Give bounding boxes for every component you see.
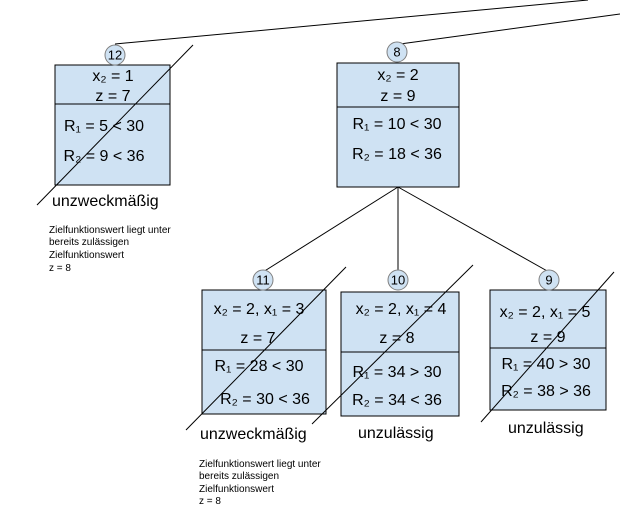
node-9-badge-label: 9 <box>545 273 552 288</box>
node-8-line3: R₁ = 10 < 30 <box>352 116 441 133</box>
node-9-line1: x₂ = 2, x₁ = 5 <box>500 304 591 321</box>
node-12-box <box>54 64 171 186</box>
node-10-status: unzulässig <box>358 425 434 442</box>
edge-8-to-11 <box>262 186 399 273</box>
node-12-status: unzweckmäßig <box>52 193 159 210</box>
node-8-line4: R₂ = 18 < 36 <box>352 146 442 163</box>
node-11-note-line2: bereits zulässigen <box>199 471 279 482</box>
edge-12-to-parent <box>114 0 589 45</box>
node-11-note-line1: Zielfunktionswert liegt unter <box>199 459 321 470</box>
node-8-box <box>336 62 460 188</box>
node-8: 8 x₂ = 2 z = 9 R₁ = 10 < 30 R₂ = 18 < 36 <box>336 41 460 188</box>
node-8-line1: x₂ = 2 <box>377 67 418 84</box>
node-11-line2: z = 7 <box>240 330 275 347</box>
node-11-line3: R₁ = 28 < 30 <box>214 358 303 375</box>
node-11-line1: x₂ = 2, x₁ = 3 <box>214 301 305 318</box>
node-12-note-line1: Zielfunktionswert liegt unter <box>49 225 171 236</box>
node-10-badge-label: 10 <box>391 273 405 288</box>
node-12-line3: R₁ = 5 < 30 <box>64 118 144 135</box>
node-9-line3: R₁ = 40 > 30 <box>501 356 590 373</box>
node-12-badge <box>104 44 126 66</box>
node-9-line4: R₂ = 38 > 36 <box>501 383 591 400</box>
node-9-strike <box>480 271 615 423</box>
node-11-note: Zielfunktionswert liegt unter bereits zu… <box>199 459 321 507</box>
node-11-status: unzweckmäßig <box>200 426 307 443</box>
node-12-note: Zielfunktionswert liegt unter bereits zu… <box>49 225 171 274</box>
node-11: 11 x₂ = 2, x₁ = 3 z = 7 R₁ = 28 < 30 R₂ … <box>185 266 347 431</box>
node-8-badge <box>386 41 408 63</box>
node-10-line4: R₂ = 34 < 36 <box>352 392 442 409</box>
node-10-line2: z = 8 <box>379 330 414 347</box>
edge-8-to-9 <box>397 186 550 273</box>
node-10-box <box>340 291 460 417</box>
node-10-line3: R₁ = 34 > 30 <box>352 364 441 381</box>
node-8-line2: z = 9 <box>380 88 415 105</box>
node-11-strike <box>185 266 347 431</box>
node-12-strike <box>36 44 194 206</box>
node-11-line4: R₂ = 30 < 36 <box>220 391 310 408</box>
node-12-note-line3: Zielfunktionswert <box>49 250 124 261</box>
node-11-note-line4: z = 8 <box>199 496 221 507</box>
node-10: 10 x₂ = 2, x₁ = 4 z = 8 R₁ = 34 > 30 R₂ … <box>311 264 474 425</box>
node-12-line2: z = 7 <box>95 88 130 105</box>
node-8-badge-label: 8 <box>393 45 400 60</box>
node-12-badge-label: 12 <box>108 48 122 63</box>
edge-8-to-parent <box>399 13 620 45</box>
node-11-note-line3: Zielfunktionswert <box>199 484 274 495</box>
node-9-line2: z = 9 <box>530 329 565 346</box>
node-12: 12 x₂ = 1 z = 7 R₁ = 5 < 30 R₂ = 9 < 36 <box>36 44 194 206</box>
node-12-line4: R₂ = 9 < 36 <box>64 148 145 165</box>
node-10-badge <box>387 269 409 291</box>
node-10-line1: x₂ = 2, x₁ = 4 <box>356 301 447 318</box>
node-12-note-line4: z = 8 <box>49 263 71 274</box>
node-9-badge <box>538 269 560 291</box>
node-11-badge-label: 11 <box>256 273 270 288</box>
node-9: 9 x₂ = 2, x₁ = 5 z = 9 R₁ = 40 > 30 R₂ =… <box>480 269 615 423</box>
node-11-badge <box>252 269 274 291</box>
node-10-strike <box>311 264 474 425</box>
node-12-note-line2: bereits zulässigen <box>49 237 129 248</box>
node-9-status: unzulässig <box>508 420 584 437</box>
node-12-line1: x₂ = 1 <box>92 68 133 85</box>
